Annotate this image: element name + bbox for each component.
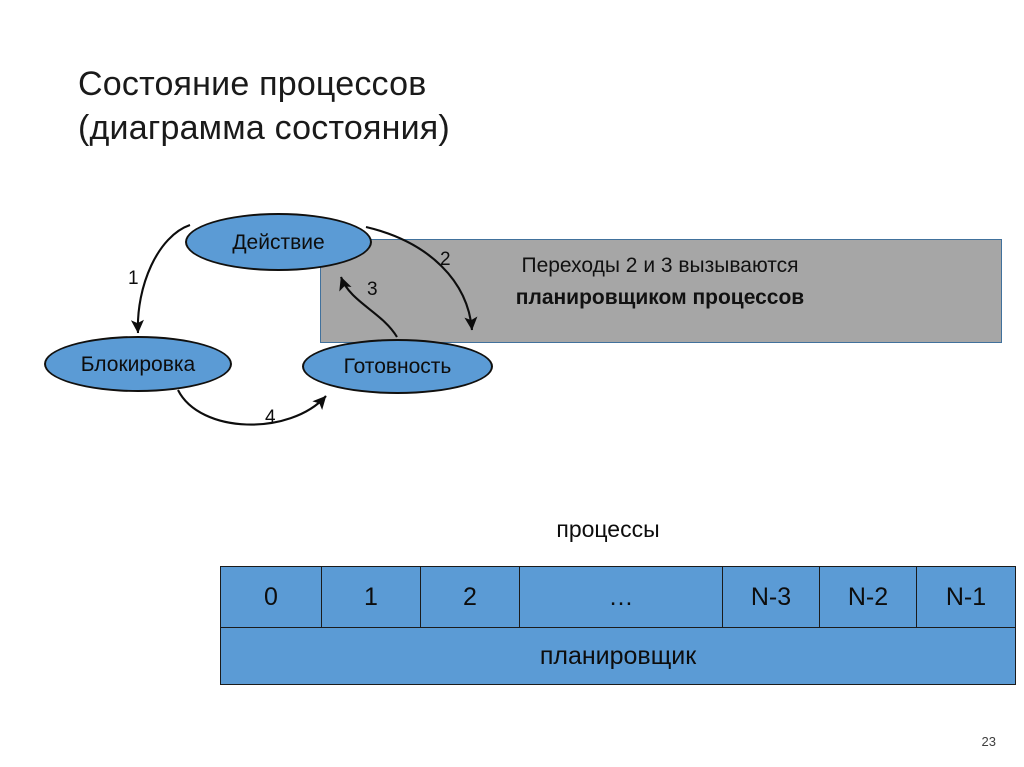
process-table-caption: процессы <box>0 516 1024 543</box>
process-cell-1[interactable]: 1 <box>321 566 421 628</box>
callout-text-line-1: Переходы 2 и 3 вызываются <box>521 254 799 277</box>
process-cell-n-3[interactable]: N-3 <box>722 566 820 628</box>
state-node-action[interactable]: Действие <box>185 213 372 271</box>
transition-label-4: 4 <box>265 407 276 428</box>
state-diagram: Переходы 2 и 3 вызываются планировщиком … <box>0 190 1024 460</box>
page-title-line-2: (диаграмма состояния) <box>78 109 450 147</box>
transition-label-2: 2 <box>440 249 451 270</box>
state-node-ready[interactable]: Готовность <box>302 339 493 394</box>
process-table-caption-text: процессы <box>556 516 660 542</box>
arrow-path-2 <box>365 225 478 331</box>
process-cell-n-1[interactable]: N-1 <box>916 566 1016 628</box>
state-node-blocked[interactable]: Блокировка <box>44 336 232 392</box>
transition-arrows <box>130 224 478 426</box>
state-node-action-label: Действие <box>232 230 325 254</box>
process-cell-2[interactable]: 2 <box>420 566 520 628</box>
table-row: планировщик <box>220 627 1016 685</box>
arrow-path-4 <box>177 389 327 426</box>
callout-text-line-2: планировщиком процессов <box>515 286 805 309</box>
process-table: 0 1 2 … N-3 N-2 N-1 планировщик <box>220 566 1016 685</box>
arrow-path-1 <box>130 224 191 334</box>
transition-label-3: 3 <box>367 279 378 300</box>
callout-box <box>320 239 1002 343</box>
arrow-path-3 <box>339 276 398 338</box>
state-node-blocked-label: Блокировка <box>80 352 196 376</box>
scheduler-cell[interactable]: планировщик <box>220 627 1016 685</box>
process-cell-0[interactable]: 0 <box>220 566 322 628</box>
callout-text: Переходы 2 и 3 вызываются планировщиком … <box>380 250 940 314</box>
page-title-line-1: Состояние процессов <box>78 65 427 103</box>
table-row: 0 1 2 … N-3 N-2 N-1 <box>220 566 1016 628</box>
transition-label-1: 1 <box>128 268 139 289</box>
process-cell-n-2[interactable]: N-2 <box>819 566 917 628</box>
slide-number: 23 <box>981 734 996 749</box>
process-cell-ellipsis[interactable]: … <box>519 566 723 628</box>
state-node-ready-label: Готовность <box>343 355 452 378</box>
page-title: Состояние процессов (диаграмма состояния… <box>78 62 818 150</box>
